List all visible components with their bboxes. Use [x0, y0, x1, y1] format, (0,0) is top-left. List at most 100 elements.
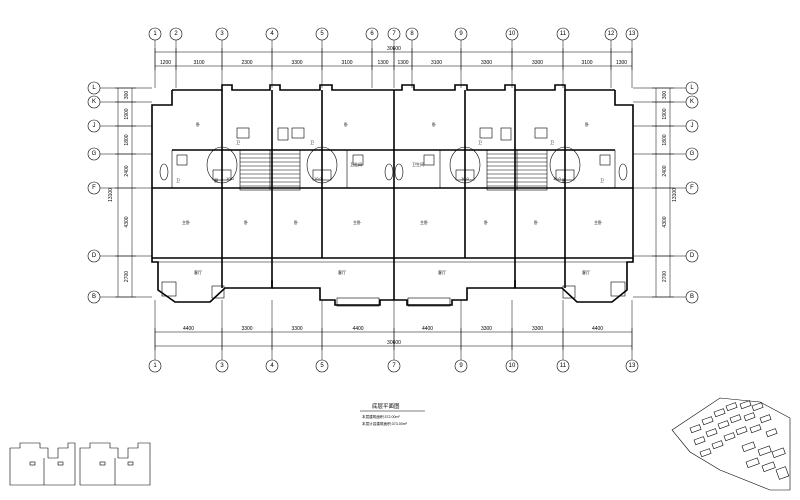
stair-level-4: 10.0 [553, 176, 562, 181]
room-bedroom-1: 卧 [196, 121, 200, 127]
axis-bubble-bottom-10: 10 [505, 359, 519, 373]
left-dimension-lines: 13100 [108, 88, 133, 297]
axis-label-top: 8 [410, 31, 414, 37]
axis-bubble-bottom-1: 1 [148, 359, 162, 373]
axis-label-right: B [690, 294, 694, 300]
side-dim-value: 1800 [124, 134, 130, 145]
axis-label-top: 2 [174, 31, 178, 37]
axis-bubble-top-4: 4 [265, 27, 279, 41]
interior-walls [152, 90, 633, 300]
axis-bubble-left-K: K [87, 95, 101, 109]
area-line-1: 本层建筑面积:372.00m² [362, 414, 401, 419]
side-dim-value: 300 [662, 91, 668, 100]
title-block: 底层平面图 本层建筑面积:372.00m² 本层计容建筑面积:373.00m² [360, 402, 425, 426]
bottom-dim-value: 4400 [422, 326, 433, 332]
key-plan-units [9, 442, 151, 486]
axis-label-bottom: 11 [560, 363, 567, 369]
axis-bubble-top-2: 2 [169, 27, 183, 41]
side-dim-value: 300 [124, 91, 130, 100]
axis-bubble-left-G: G [87, 147, 101, 161]
axis-bubble-left-J: J [87, 119, 101, 133]
bottom-dim-value: 4400 [352, 326, 363, 332]
axis-label-top: 13 [629, 31, 636, 37]
bottom-dim-value: 4400 [592, 326, 603, 332]
room-main-bedroom-4: 主卧 [594, 219, 602, 225]
stair-level-1: 10.0 [226, 176, 235, 181]
room-hall-3: 客厅 [438, 269, 446, 275]
top-dim-value: 3100 [581, 60, 592, 66]
building-outline [151, 84, 634, 307]
axis-bubble-bottom-7: 7 [387, 359, 401, 373]
axis-label-left: G [92, 151, 97, 157]
axis-bubble-top-10: 10 [505, 27, 519, 41]
axis-bubble-top-13: 13 [625, 27, 639, 41]
axis-bubble-right-K: K [685, 95, 699, 109]
axis-bubble-top-5: 5 [315, 27, 329, 41]
axis-label-top: 10 [509, 31, 516, 37]
axis-label-left: D [92, 253, 97, 259]
stair-left [239, 149, 301, 191]
axis-bubble-right-B: B [685, 290, 699, 304]
axis-bubble-top-12: 12 [604, 27, 618, 41]
room-bedroom-3: 卧 [432, 121, 436, 127]
axis-label-left: B [92, 294, 96, 300]
room-bedroom-8: 卧 [534, 219, 538, 225]
axis-bubble-bottom-9: 9 [454, 359, 468, 373]
left-overall-dim: 13100 [108, 188, 114, 202]
axis-label-top: 12 [608, 31, 615, 37]
bottom-dim-value: 3300 [532, 326, 543, 332]
top-dim-value: 1300 [377, 60, 388, 66]
axis-bubble-top-3: 3 [215, 27, 229, 41]
axis-label-bottom: 9 [459, 363, 463, 369]
axis-bubble-right-L: L [685, 81, 699, 95]
side-dim-value: 2400 [124, 165, 130, 176]
axis-label-top: 6 [370, 31, 374, 37]
axis-bubble-top-7: 7 [387, 27, 401, 41]
room-bath-2: 卫 [310, 140, 314, 145]
room-bath-5: 卫 [176, 178, 180, 183]
room-hall-4: 客厅 [582, 269, 590, 275]
axis-label-top: 11 [560, 31, 567, 37]
grid-extension-lines [100, 40, 686, 360]
right-overall-dim: 13100 [672, 188, 678, 202]
axis-label-top: 5 [320, 31, 324, 37]
axis-label-left: J [93, 123, 96, 129]
axis-label-bottom: 3 [220, 363, 224, 369]
stair-right [486, 149, 548, 191]
axis-label-top: 3 [220, 31, 224, 37]
axis-label-bottom: 10 [509, 363, 516, 369]
axis-bubble-left-F: F [87, 181, 101, 195]
axis-bubble-right-D: D [685, 249, 699, 263]
room-bath-4: 卫 [550, 140, 554, 145]
axis-label-right: L [690, 85, 694, 91]
area-line-2: 本层计容建筑面积:373.00m² [362, 421, 408, 426]
top-dim-value: 3100 [341, 60, 352, 66]
axis-bubble-bottom-5: 5 [315, 359, 329, 373]
lobby-rounds [206, 146, 581, 184]
axis-label-top: 7 [392, 31, 396, 37]
bath-fixtures [159, 127, 628, 181]
axis-bubble-left-D: D [87, 249, 101, 263]
axis-bubble-top-1: 1 [148, 27, 162, 41]
axis-bubble-top-11: 11 [556, 27, 570, 41]
axis-bubble-top-6: 6 [365, 27, 379, 41]
stair-level-3: 10.0 [461, 176, 470, 181]
axis-label-bottom: 13 [629, 363, 636, 369]
top-dim-value: 3300 [481, 60, 492, 66]
side-dim-value: 4300 [124, 216, 130, 227]
side-dim-value: 2400 [662, 165, 668, 176]
room-main-bedroom-3: 主卧 [420, 219, 428, 225]
axis-label-bottom: 4 [270, 363, 274, 369]
top-dim-value: 3100 [193, 60, 204, 66]
room-bath-7: 卫生间 [350, 161, 362, 167]
room-main-bedroom-2: 主卧 [353, 219, 361, 225]
axis-bubble-top-9: 9 [454, 27, 468, 41]
axis-bubble-left-B: B [87, 290, 101, 304]
top-dim-value: 3300 [291, 60, 302, 66]
axis-label-bottom: 5 [320, 363, 324, 369]
room-kitchen-1: 厨 [214, 177, 218, 183]
